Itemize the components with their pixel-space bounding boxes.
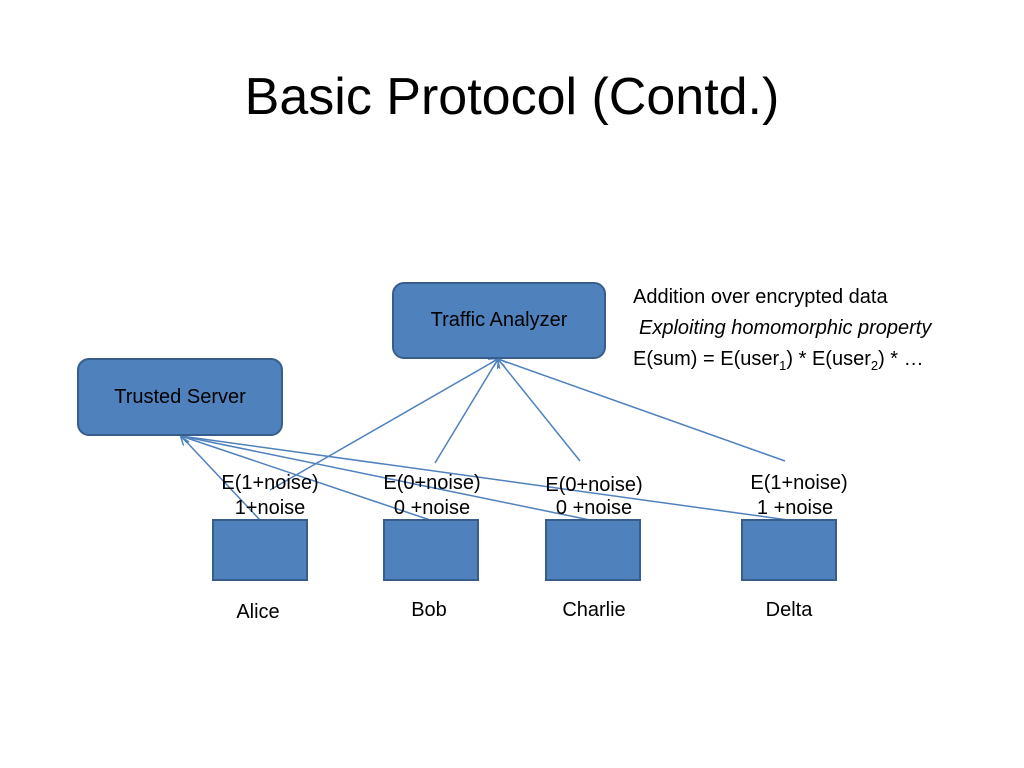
traffic-analyzer-label: Traffic Analyzer [430, 309, 568, 331]
charlie-name-label: Charlie [562, 599, 626, 621]
charlie-box [545, 519, 641, 581]
bob-name-label: Bob [411, 599, 447, 621]
arrow-delta-to-analyzer [498, 359, 786, 462]
traffic-analyzer-node: Traffic Analyzer [392, 282, 606, 359]
delta-value-label: 1 +noise [756, 497, 834, 519]
charlie-value-label: 0 +noise [555, 497, 633, 519]
homomorphic-note: Addition over encrypted data Exploiting … [633, 282, 931, 381]
arrow-delta-to-server [181, 436, 789, 521]
delta-encrypted-label: E(1+noise) [750, 472, 848, 494]
alice-encrypted-label: E(1+noise) [221, 472, 319, 494]
arrow-charlie-to-analyzer [498, 359, 581, 462]
alice-name-label: Alice [236, 601, 280, 623]
arrow-bob-to-analyzer [434, 359, 498, 464]
trusted-server-label: Trusted Server [114, 385, 246, 408]
trusted-server-node: Trusted Server [77, 358, 283, 436]
note-line-3: E(sum) = E(user1) * E(user2) * … [633, 348, 924, 373]
alice-box [212, 519, 308, 581]
arrow-alice-to-analyzer [269, 359, 498, 491]
delta-box [741, 519, 837, 581]
delta-name-label: Delta [765, 599, 813, 621]
arrow-alice-to-server [181, 436, 261, 521]
charlie-encrypted-label: E(0+noise) [545, 474, 643, 496]
bob-value-label: 0 +noise [393, 497, 471, 519]
alice-value-label: 1+noise [234, 497, 306, 519]
arrow-charlie-to-server [181, 436, 591, 521]
note-line-1: Addition over encrypted data [633, 286, 888, 308]
note-line-2: Exploiting homomorphic property [639, 317, 932, 339]
bob-box [383, 519, 479, 581]
bob-encrypted-label: E(0+noise) [383, 472, 481, 494]
arrow-bob-to-server [181, 436, 431, 521]
slide-title: Basic Protocol (Contd.) [244, 68, 780, 126]
